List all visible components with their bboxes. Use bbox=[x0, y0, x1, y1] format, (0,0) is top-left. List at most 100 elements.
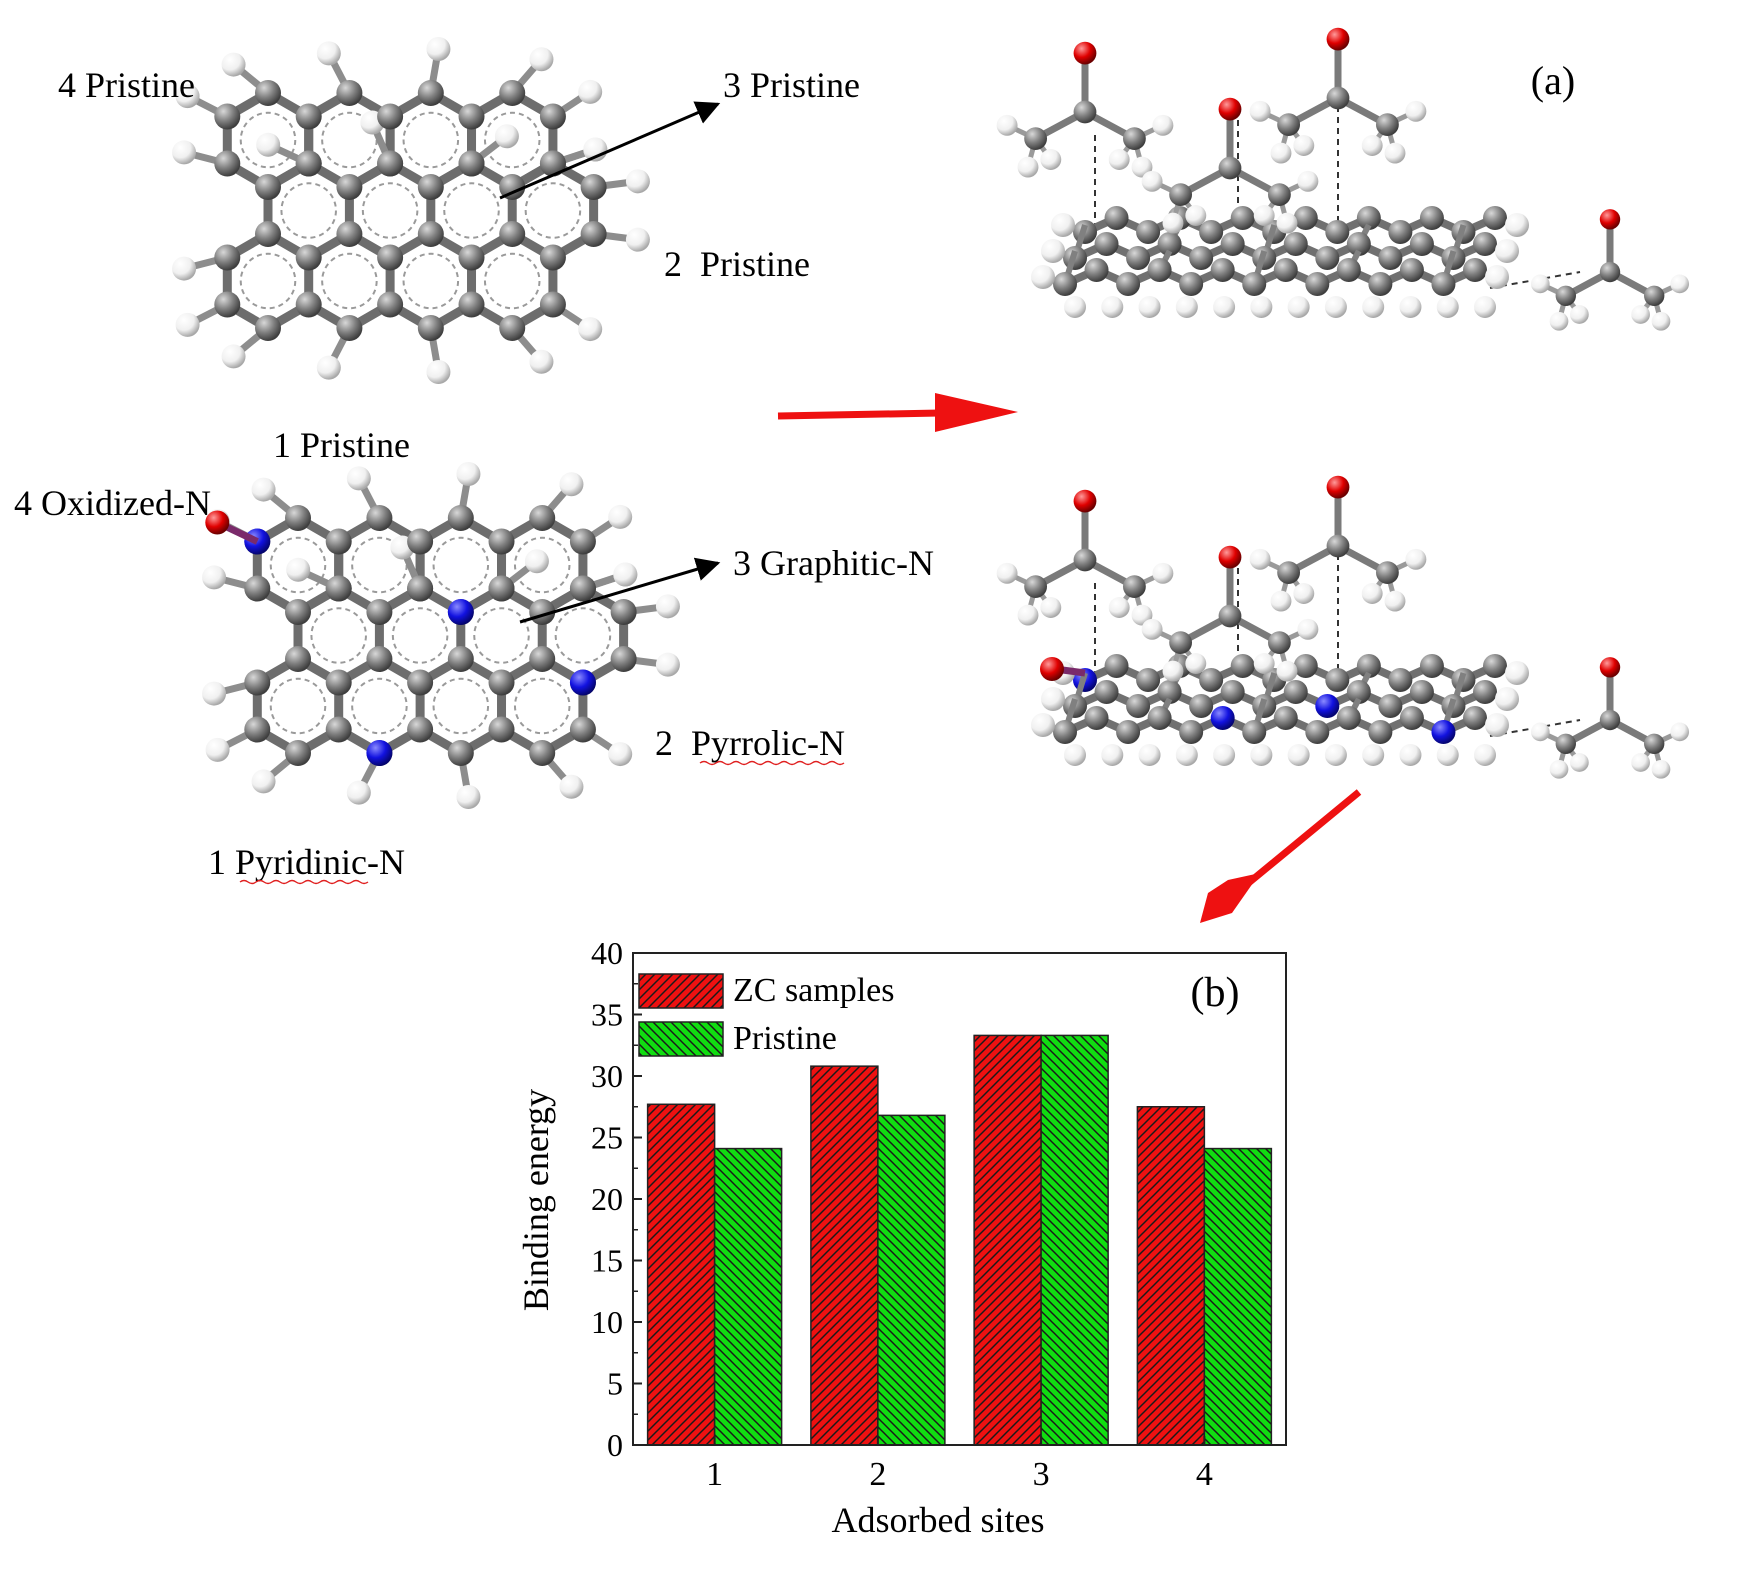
carbon-atom bbox=[295, 244, 322, 271]
hydrogen-atom bbox=[524, 549, 549, 574]
carbon-atom bbox=[1053, 272, 1077, 296]
hydrogen-atom bbox=[175, 84, 200, 109]
hydrogen-atom bbox=[1270, 590, 1292, 612]
carbon-atom bbox=[610, 599, 637, 625]
carbon-atom bbox=[1116, 272, 1141, 296]
hydrogen-atom bbox=[1175, 296, 1198, 318]
legend-swatch-pristine bbox=[638, 1021, 724, 1057]
bar-pristine-site-4 bbox=[1203, 1147, 1273, 1446]
carbon-atom bbox=[417, 80, 444, 106]
hydrogen-atom bbox=[1495, 687, 1519, 711]
carbon-atom bbox=[499, 174, 526, 200]
carbon-atom bbox=[255, 174, 281, 200]
hydrogen-atom bbox=[1152, 562, 1174, 584]
hydrogen-atom bbox=[655, 594, 680, 619]
hydrogen-atom bbox=[1108, 149, 1130, 170]
carbon-atom bbox=[458, 103, 485, 130]
red-arrow-down-left bbox=[1200, 789, 1362, 923]
hydrogen-atom bbox=[1631, 753, 1650, 772]
carbon-atom bbox=[1378, 694, 1403, 718]
carbon-atom bbox=[1220, 680, 1245, 704]
aromatic-ring bbox=[513, 677, 571, 735]
carbon-atom bbox=[214, 150, 241, 177]
hydrogen-atom bbox=[1297, 170, 1319, 192]
x-tick-label: 1 bbox=[706, 1456, 723, 1493]
carbon-atom bbox=[1346, 680, 1371, 704]
hydrogen-atom bbox=[1505, 661, 1529, 685]
carbon-atom bbox=[1273, 258, 1298, 282]
carbon-atom bbox=[1073, 100, 1097, 124]
hydrogen-atom bbox=[1017, 604, 1039, 626]
y-tick-label: 30 bbox=[591, 1058, 623, 1094]
hydrogen-atom bbox=[1651, 759, 1671, 779]
carbon-atom bbox=[1376, 113, 1399, 136]
carbon-atom bbox=[1268, 183, 1291, 207]
carbon-atom bbox=[569, 716, 596, 743]
aromatic-ring bbox=[432, 536, 490, 594]
y-tick-label: 0 bbox=[607, 1427, 623, 1463]
hydrogen-atom bbox=[1101, 744, 1124, 766]
carbon-atom bbox=[1104, 206, 1129, 230]
carbon-atom bbox=[377, 244, 404, 271]
carbon-atom bbox=[1483, 654, 1507, 678]
carbon-atom bbox=[366, 505, 393, 531]
y-tick-label: 10 bbox=[591, 1304, 623, 1340]
carbon-atom bbox=[255, 221, 281, 247]
carbon-atom bbox=[407, 669, 434, 696]
hydrogen-atom bbox=[1250, 744, 1273, 766]
carbon-atom bbox=[1368, 272, 1393, 296]
hydrogen-atom bbox=[996, 114, 1018, 136]
carbon-atom bbox=[1273, 706, 1298, 730]
carbon-atom bbox=[1053, 720, 1077, 744]
aromatic-ring bbox=[443, 182, 500, 239]
hydrogen-atom bbox=[456, 784, 481, 809]
carbon-atom bbox=[1305, 720, 1330, 744]
hydrogen-atom bbox=[1670, 274, 1690, 294]
hydrogen-atom bbox=[286, 557, 311, 582]
hydrogen-atom bbox=[1250, 296, 1273, 318]
carbon-atom bbox=[1210, 258, 1235, 282]
oxygen-atom bbox=[205, 510, 230, 535]
pointer-arrow-site-3-pristine bbox=[499, 101, 721, 200]
hydrogen-atom bbox=[205, 737, 230, 762]
hydrogen-atom bbox=[1152, 114, 1174, 136]
hydrogen-atom bbox=[1249, 100, 1271, 122]
nitrogen-doped-graphene-molecule bbox=[202, 462, 680, 809]
carbon-atom bbox=[1419, 206, 1444, 230]
nitrogen-atom bbox=[569, 669, 596, 696]
hydrogen-atom bbox=[1064, 744, 1086, 766]
panel-a-label: (a) bbox=[1531, 58, 1575, 103]
hydrogen-atom bbox=[559, 774, 584, 799]
carbon-atom bbox=[488, 575, 515, 602]
carbon-atom bbox=[1073, 548, 1097, 572]
carbon-atom bbox=[336, 174, 363, 200]
hydrogen-atom bbox=[172, 140, 197, 165]
aromatic-ring bbox=[402, 111, 460, 169]
carbon-atom bbox=[499, 80, 526, 106]
hydrogen-atom bbox=[251, 477, 276, 502]
y-tick-label: 15 bbox=[591, 1243, 623, 1279]
site-label-1-pyridinic-n: 1 Pyridinic-N bbox=[208, 842, 405, 882]
hydrogen-atom bbox=[1405, 548, 1427, 570]
y-tick-label: 5 bbox=[607, 1366, 623, 1402]
hydrogen-atom bbox=[1017, 156, 1039, 178]
carbon-atom bbox=[1242, 720, 1267, 744]
nitrogen-atom bbox=[366, 740, 393, 766]
carbon-atom bbox=[529, 505, 556, 531]
hydrogen-atom bbox=[1162, 660, 1184, 682]
carbon-atom bbox=[1189, 246, 1214, 270]
carbon-atom bbox=[580, 174, 607, 200]
oxygen-atom bbox=[1040, 657, 1064, 681]
carbon-atom bbox=[488, 528, 515, 555]
carbon-atom bbox=[285, 646, 311, 672]
hydrogen-atom bbox=[529, 47, 554, 72]
pointer-arrow-site-3-doped bbox=[519, 557, 721, 624]
nitrogen-atom bbox=[1315, 694, 1340, 718]
carbon-atom bbox=[1104, 654, 1129, 678]
carbon-atom bbox=[325, 528, 352, 555]
carbon-atom bbox=[458, 291, 485, 318]
carbon-atom bbox=[407, 575, 434, 602]
hydrogen-atom bbox=[625, 169, 650, 194]
